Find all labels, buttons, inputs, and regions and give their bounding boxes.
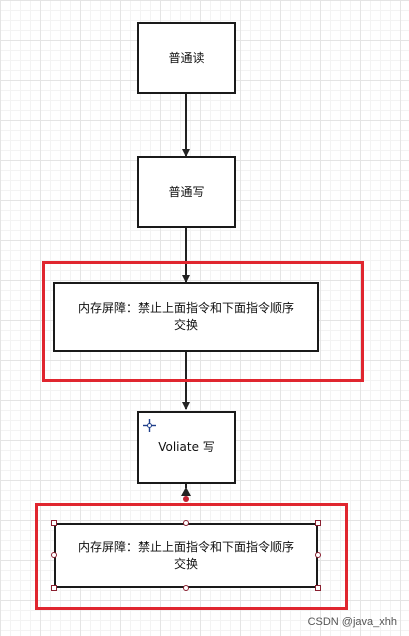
- barrier-1-text-line2: 交换: [173, 318, 198, 332]
- node-volatile-write[interactable]: Voliate 写: [137, 411, 236, 484]
- barrier-1-text-line1: 内存屏障：禁止上面指令和下面指令顺序: [77, 301, 294, 315]
- resize-handle-middle-left[interactable]: [51, 552, 57, 558]
- resize-handle-bottom-right[interactable]: [315, 585, 321, 591]
- crosshair-cursor-icon: [143, 419, 156, 432]
- node-normal-write-label: 普通写: [168, 184, 205, 199]
- resize-handle-bottom-left[interactable]: [51, 585, 57, 591]
- node-normal-write[interactable]: 普通写: [137, 156, 236, 228]
- barrier-2-text-line1: 内存屏障：禁止上面指令和下面指令顺序: [77, 539, 294, 554]
- edge-endpoint-handle[interactable]: [183, 496, 189, 502]
- arrow-volatile-to-barrier2-head: [181, 487, 191, 496]
- node-volatile-write-label: Voliate 写: [158, 440, 215, 454]
- resize-handle-bottom-center[interactable]: [183, 585, 189, 591]
- highlight-frame-barrier-2: [35, 503, 348, 610]
- highlight-frame-barrier-1: [42, 261, 364, 382]
- watermark: CSDN @java_xhh: [307, 616, 397, 628]
- resize-handle-top-left[interactable]: [51, 520, 57, 526]
- resize-handle-middle-right[interactable]: [315, 552, 321, 558]
- node-normal-read-label: 普通读: [168, 50, 205, 65]
- barrier-2-text-line2: 交换: [173, 556, 198, 571]
- resize-handle-top-right[interactable]: [315, 520, 321, 526]
- node-memory-barrier-1[interactable]: 内存屏障：禁止上面指令和下面指令顺序 交换: [53, 282, 319, 352]
- node-normal-read[interactable]: 普通读: [137, 22, 236, 94]
- resize-handle-top-center[interactable]: [183, 520, 189, 526]
